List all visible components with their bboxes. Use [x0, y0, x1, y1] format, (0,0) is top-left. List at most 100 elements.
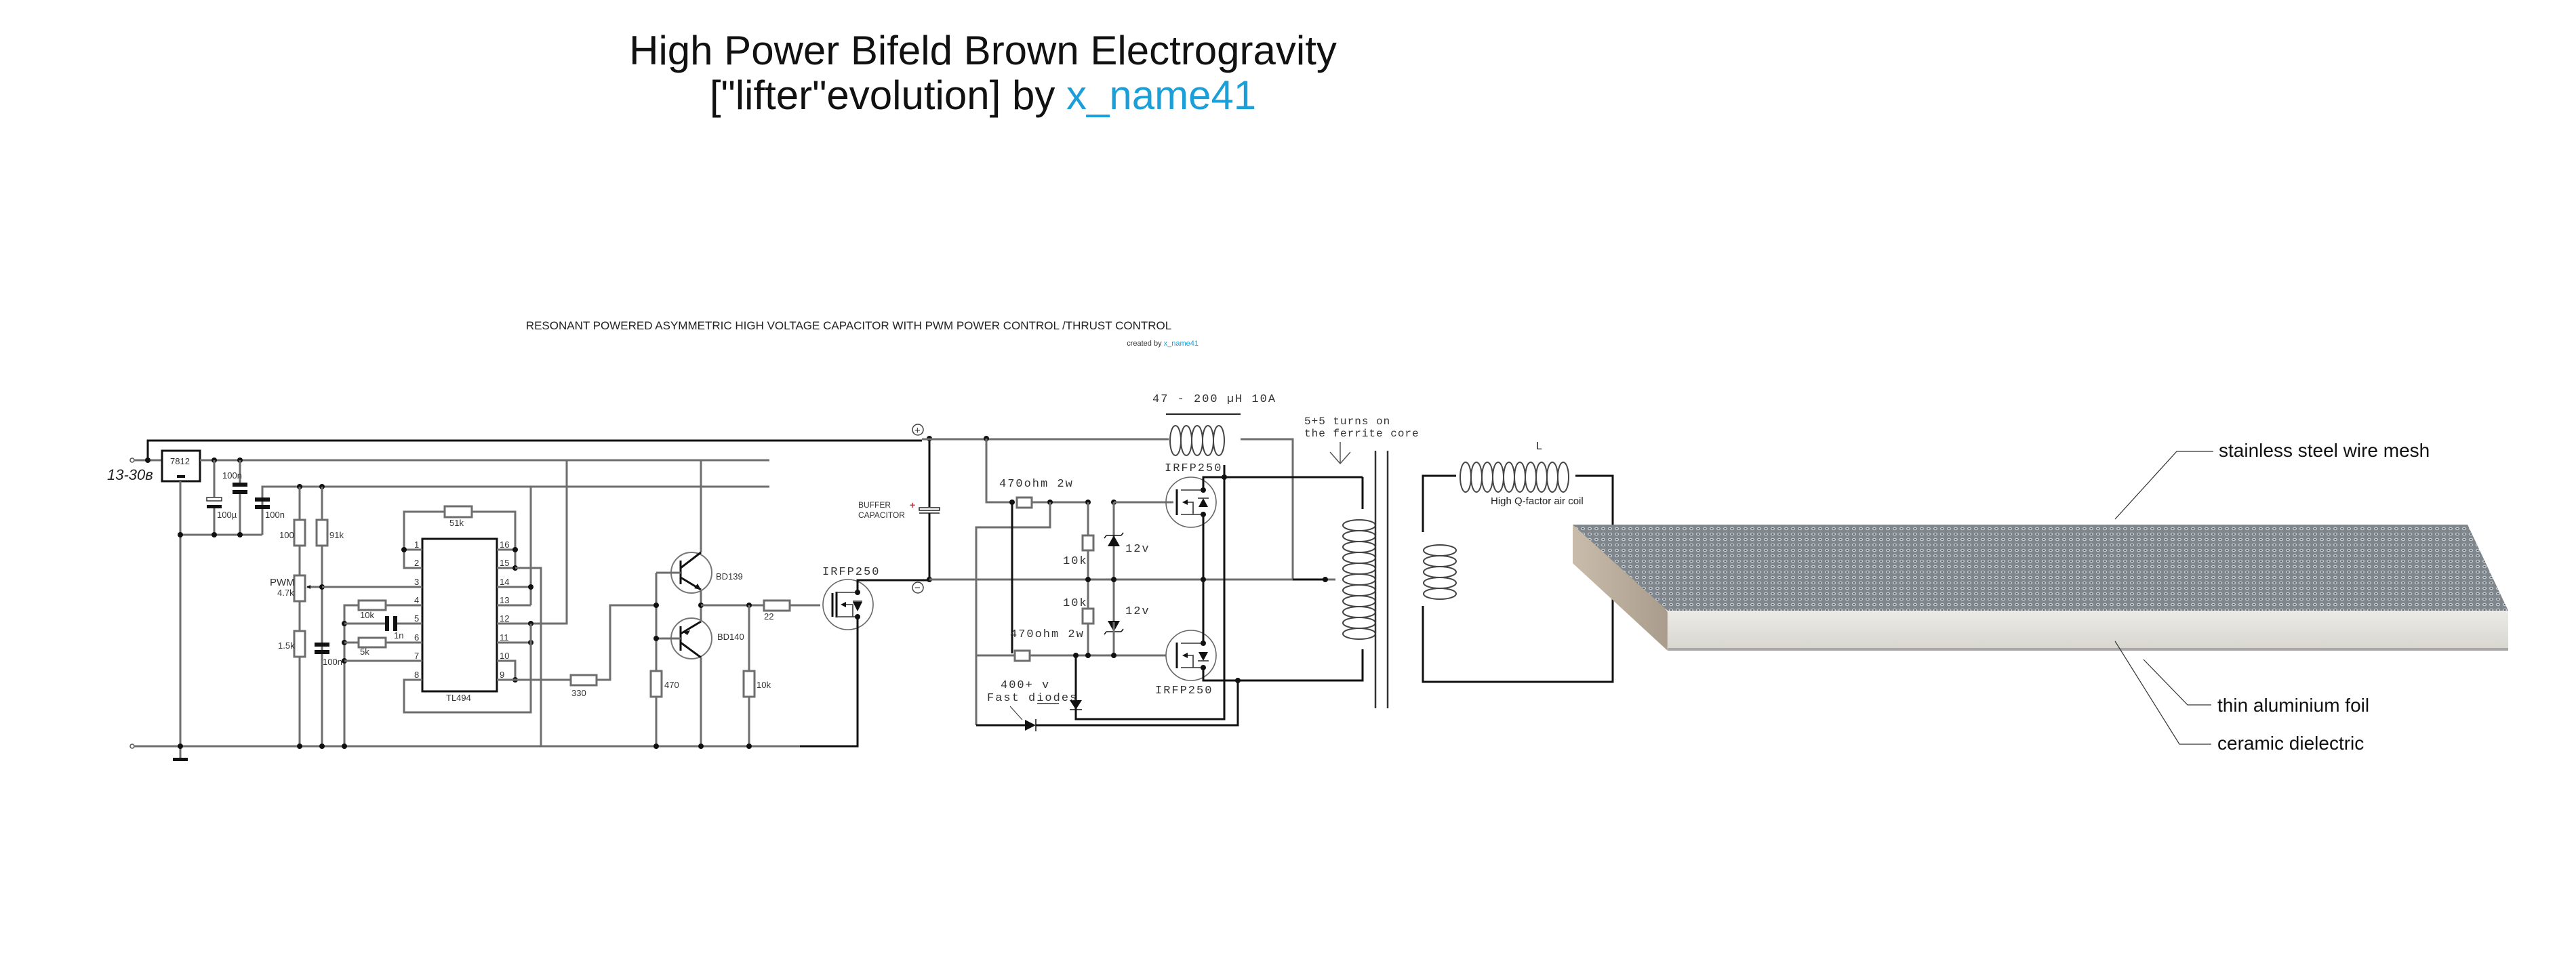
- capacitor-side-face: [1573, 525, 1668, 651]
- r-10k-top-label: 10k: [1063, 555, 1088, 568]
- ic-pin-label: 4: [414, 595, 419, 605]
- mosfet-high-side: IRFP250: [1165, 462, 1363, 580]
- transformer-primary: 5+5 turns on the ferrite core: [1293, 415, 1420, 708]
- wire-mesh-surface: [1573, 525, 2508, 611]
- ic-pin-label: 15: [500, 558, 509, 568]
- resistor-330-label: 330: [571, 688, 586, 698]
- primary-turn: [1342, 617, 1376, 629]
- resistor-91k-label: 91k: [329, 530, 344, 540]
- pwm-value-label: 4.7k: [277, 588, 294, 598]
- callout-foil: thin aluminium foil: [2143, 659, 2369, 716]
- transformer-note-2: the ferrite core: [1304, 428, 1420, 440]
- secondary-turn: [1423, 555, 1457, 567]
- tank-turn: [1557, 462, 1569, 493]
- title-line-2: ["lifter"evolution] by x_name41: [610, 73, 1356, 118]
- ic-pin-label: 2: [414, 558, 419, 568]
- buffer-cap-label-1: BUFFER: [858, 500, 891, 510]
- callout-mesh: stainless steel wire mesh: [2114, 440, 2430, 520]
- tank-turn: [1470, 462, 1483, 493]
- arrow-down-icon: [1329, 442, 1351, 465]
- pnp-label: BD140: [717, 632, 744, 642]
- tank-turn: [1525, 462, 1537, 493]
- resistor-51k-label: 51k: [449, 518, 464, 528]
- ic-pin-label: 12: [500, 613, 509, 624]
- credit-prefix: created by: [1127, 340, 1163, 348]
- callout-dielectric: ceramic dielectric: [2114, 640, 2364, 754]
- schematic-title: RESONANT POWERED ASYMMETRIC HIGH VOLTAGE…: [526, 319, 1171, 332]
- buffer-cap-polarity: +: [910, 500, 915, 510]
- choke-turn: [1213, 425, 1225, 456]
- primary-turn: [1342, 628, 1376, 640]
- ic-pin-label: 14: [500, 577, 509, 587]
- ceramic-dielectric-front: [1668, 611, 2508, 649]
- fast-diodes-label-2: Fast diodes: [987, 692, 1078, 705]
- callout-dielectric-label: ceramic dielectric: [2217, 733, 2364, 754]
- primary-turn: [1342, 519, 1376, 531]
- page-title: High Power Bifeld Brown Electrogravity […: [610, 28, 1356, 118]
- callout-foil-label: thin aluminium foil: [2217, 695, 2369, 716]
- callout-mesh-label: stainless steel wire mesh: [2219, 440, 2430, 461]
- schematic-credit: created by x_name41: [1127, 340, 1199, 348]
- ferrite-core: [1374, 451, 1389, 708]
- zener-top-label: 12v: [1125, 543, 1150, 556]
- regulator-label: 7812: [170, 456, 190, 466]
- asymmetric-capacitor-model: [1573, 525, 2508, 651]
- choke-label: 47 - 200 µH 10A: [1152, 393, 1276, 406]
- buffer-capacitor: + − BUFFER CAPACITOR +: [858, 424, 1335, 594]
- primary-turn: [1342, 541, 1376, 553]
- mosfet-low-side: IRFP250: [1155, 580, 1353, 697]
- resistor-1-5k-label: 1.5k: [278, 640, 295, 651]
- tank-circuit: L High Q-factor air coil C: [1422, 441, 1614, 683]
- choke-turn: [1169, 425, 1182, 456]
- tank-turn: [1535, 462, 1548, 493]
- input-terminal-minus: [129, 744, 135, 749]
- power-input: 13-30в: [107, 439, 922, 749]
- input-capacitors: 100µ 100n 100n: [178, 458, 769, 537]
- title-subtitle: ["lifter"evolution] by: [709, 73, 1066, 118]
- ic-label: TL494: [446, 693, 471, 703]
- ic-pin-label: 6: [414, 632, 419, 643]
- air-coil-label: High Q-factor air coil: [1491, 495, 1584, 507]
- ic-pin-label: 3: [414, 577, 419, 587]
- choke-inductor: 47 - 200 µH 10A: [1152, 393, 1294, 580]
- resistor-22-label: 22: [764, 611, 773, 622]
- author-link[interactable]: x_name41: [1066, 73, 1257, 118]
- npn-label: BD139: [716, 571, 743, 582]
- ic-pin-label: 13: [500, 595, 509, 605]
- pwm-label: PWM: [270, 577, 295, 588]
- ic-pin-label: 1: [414, 540, 419, 550]
- primary-turn: [1342, 595, 1376, 607]
- mosfet-top-label: IRFP250: [1165, 462, 1222, 475]
- resistor-10k-gate-label: 10k: [757, 680, 771, 690]
- r-470ohm-top-label: 470ohm 2w: [999, 478, 1074, 491]
- transformer-note-1: 5+5 turns on: [1304, 415, 1390, 428]
- tank-turn: [1514, 462, 1526, 493]
- mosfet-bottom-label: IRFP250: [1155, 685, 1213, 697]
- cap-100n-b-label: 100n: [265, 510, 285, 520]
- resistor-470-label: 470: [664, 680, 679, 690]
- tank-turn: [1546, 462, 1558, 493]
- cap-100n-a-label: 100n: [222, 470, 242, 481]
- cap-100n-c-label: 100n: [323, 657, 342, 667]
- tank-turn: [1481, 462, 1493, 493]
- cap-100u-label: 100µ: [217, 510, 237, 520]
- timing-network: 10k 1n 5k: [342, 599, 412, 746]
- choke-turn: [1180, 425, 1192, 456]
- secondary-turn: [1423, 577, 1457, 589]
- primary-turn: [1342, 530, 1376, 542]
- buffer-cap-label-2: CAPACITOR: [858, 510, 905, 520]
- tank-turn: [1492, 462, 1504, 493]
- tank-turn: [1460, 462, 1472, 493]
- ic-pin-label: 9: [500, 670, 504, 680]
- title-line-1: High Power Bifeld Brown Electrogravity: [629, 28, 1337, 73]
- inductor-l-label: L: [1536, 441, 1542, 452]
- cap-1n-label: 1n: [394, 630, 403, 640]
- pwm-potentiometer[interactable]: [293, 574, 306, 603]
- primary-turn: [1342, 584, 1376, 596]
- aluminium-foil-layer: [1668, 648, 2508, 651]
- zener-bottom-label: 12v: [1125, 605, 1150, 618]
- resistor-100-label: 100: [279, 530, 294, 540]
- negative-rail-symbol: −: [914, 582, 921, 594]
